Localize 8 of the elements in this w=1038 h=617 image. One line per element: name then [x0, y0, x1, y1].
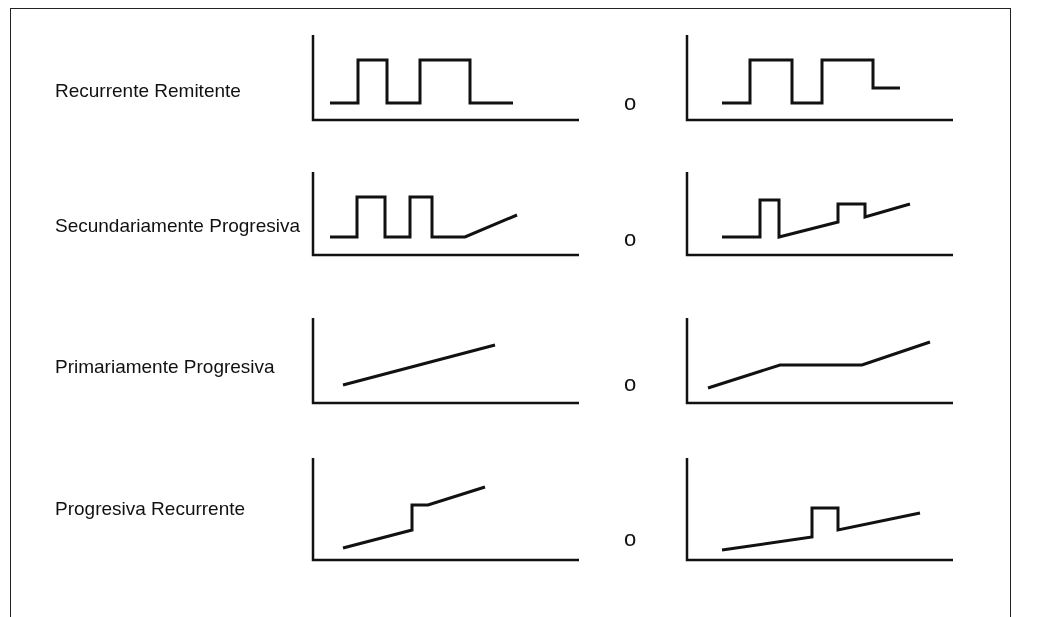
row-label: Progresiva Recurrente — [55, 497, 247, 521]
separator-text: o — [624, 528, 637, 550]
row-label: Secundariamente Progresiva — [55, 214, 302, 238]
row-label: Primariamente Progresiva — [55, 355, 276, 379]
row-label: Recurrente Remitente — [55, 79, 242, 103]
separator-text: o — [624, 373, 637, 395]
separator-text: o — [624, 228, 637, 250]
separator-text: o — [624, 92, 637, 114]
